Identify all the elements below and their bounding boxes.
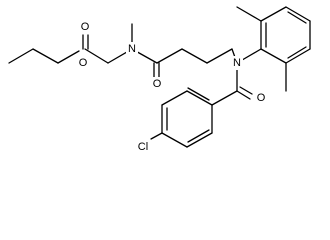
- bond: [186, 132, 213, 148]
- atom-cl: Cl: [135, 140, 151, 154]
- atom-label: N: [128, 43, 136, 55]
- bond: [236, 90, 251, 100]
- atom-label: O: [79, 57, 88, 69]
- bond: [260, 48, 287, 64]
- bond: [186, 90, 213, 106]
- bond: [187, 87, 210, 101]
- bond: [239, 86, 253, 95]
- atom-label: O: [257, 92, 266, 104]
- bond: [57, 50, 80, 64]
- bond: [287, 11, 307, 24]
- bond: [161, 90, 188, 106]
- bond: [187, 129, 210, 143]
- bond: [32, 48, 59, 64]
- bond: [260, 6, 287, 22]
- atom-n-amide-methyl: N: [126, 42, 138, 56]
- atom-o-ether-ester: O: [77, 56, 89, 70]
- bond: [285, 48, 311, 64]
- bond: [211, 90, 238, 106]
- bond: [150, 132, 163, 140]
- bond: [236, 6, 262, 22]
- bond: [84, 48, 109, 64]
- atom-label: Cl: [138, 141, 148, 153]
- atom-labels: O O N O N O Cl: [77, 20, 267, 154]
- atom-label: O: [81, 21, 90, 33]
- bonds: [8, 6, 311, 148]
- atom-o-carbonyl-amide: O: [151, 77, 163, 91]
- bond: [161, 132, 188, 148]
- bond: [287, 46, 307, 59]
- atom-o-carbonyl-ester: O: [79, 20, 91, 34]
- chemical-structure: O O N O N O Cl: [8, 6, 311, 154]
- atom-label: N: [233, 57, 241, 69]
- atom-o-carbonyl-benzoyl: O: [255, 91, 267, 105]
- atom-label: O: [153, 78, 162, 90]
- bond: [181, 48, 208, 64]
- bond: [156, 48, 183, 64]
- bond: [285, 6, 311, 22]
- bond: [8, 48, 34, 64]
- atom-n-aryl-amide: N: [231, 56, 243, 70]
- bond: [206, 48, 233, 64]
